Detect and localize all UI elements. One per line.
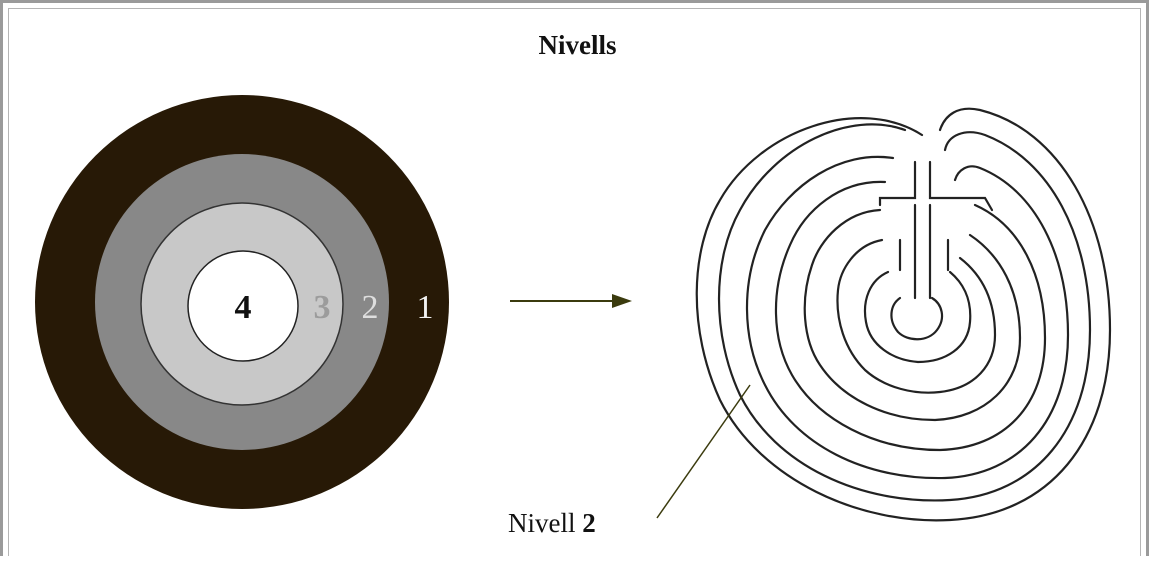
labyrinth-drawing: [695, 107, 1112, 522]
level-1-label: 1: [417, 289, 434, 326]
level-4-center: [187, 250, 299, 362]
caption-pointer-line: [656, 384, 751, 519]
arrow-right-icon: [510, 294, 632, 308]
page-title: Nivells: [538, 30, 617, 60]
level-3-label: 3: [314, 289, 331, 326]
inner-frame: [8, 8, 1141, 556]
caption-prefix: Nivell: [508, 508, 576, 538]
level-caption: Nivell 2: [508, 508, 596, 539]
caption-number: 2: [582, 508, 596, 538]
level-4-label: 4: [235, 289, 252, 326]
level-2-label: 2: [362, 289, 379, 326]
